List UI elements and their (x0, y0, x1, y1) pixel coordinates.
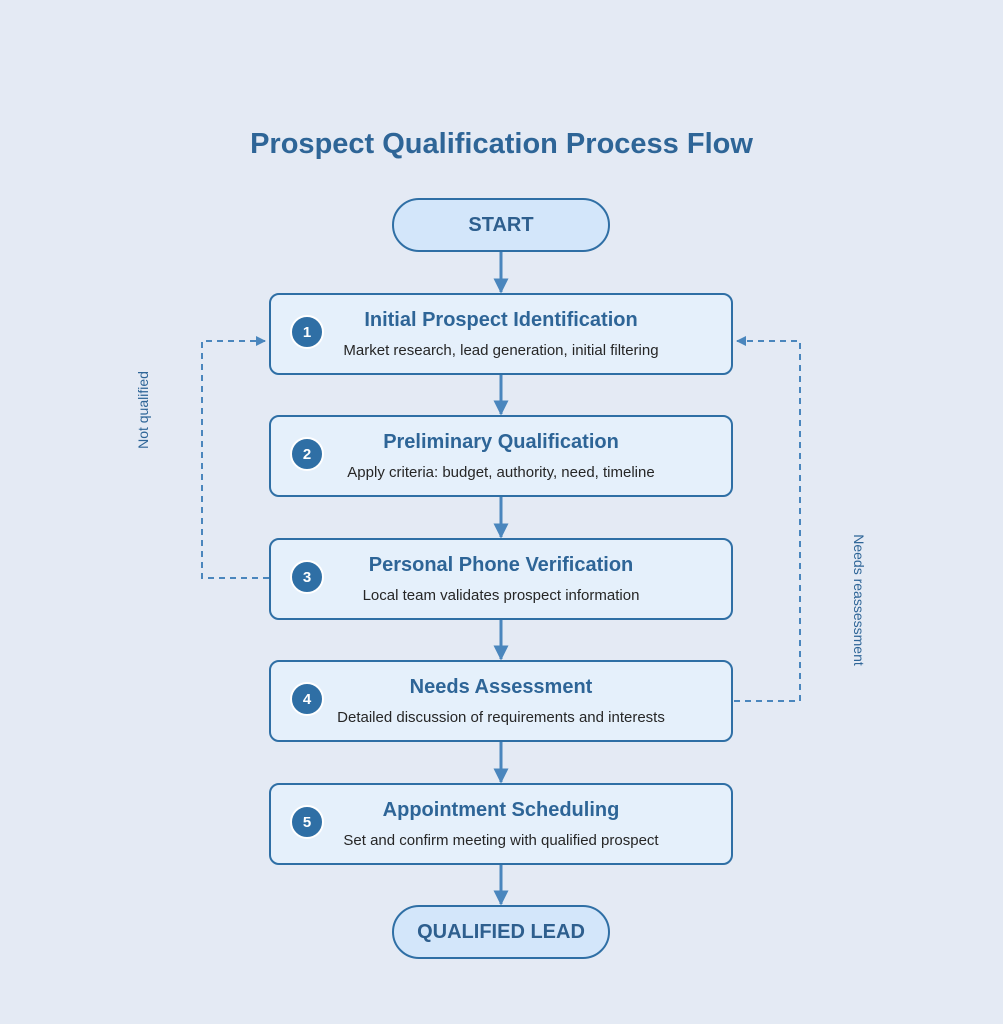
end-node: QUALIFIED LEAD (392, 905, 610, 959)
step-3-title: Personal Phone Verification (368, 554, 634, 576)
step-3-box: 3 Personal Phone Verification Local team… (269, 538, 733, 620)
step-5-badge: 5 (290, 805, 324, 839)
step-4-description: Detailed discussion of requirements and … (337, 709, 665, 726)
loop-label-not-qualified: Not qualified (135, 371, 151, 449)
step-2-badge: 2 (290, 437, 324, 471)
step-4-title: Needs Assessment (409, 676, 593, 698)
step-2-title: Preliminary Qualification (383, 431, 619, 453)
step-2-box: 2 Preliminary Qualification Apply criter… (269, 415, 733, 497)
step-3-description: Local team validates prospect informatio… (362, 587, 640, 604)
step-2-description: Apply criteria: budget, authority, need,… (347, 464, 655, 481)
diagram-title: Prospect Qualification Process Flow (250, 128, 753, 160)
step-1-title: Initial Prospect Identification (364, 309, 638, 331)
step-1-box: 1 Initial Prospect Identification Market… (269, 293, 733, 375)
step-3-badge: 3 (290, 560, 324, 594)
step-1-badge: 1 (290, 315, 324, 349)
loop-needs-reassessment (734, 336, 801, 702)
step-5-description: Set and confirm meeting with qualified p… (343, 832, 659, 849)
step-4-badge: 4 (290, 682, 324, 716)
loop-not-qualified (201, 336, 269, 579)
step-5-title: Appointment Scheduling (382, 799, 620, 821)
start-node: START (392, 198, 610, 252)
step-1-description: Market research, lead generation, initia… (343, 342, 659, 359)
step-5-box: 5 Appointment Scheduling Set and confirm… (269, 783, 733, 865)
step-4-box: 4 Needs Assessment Detailed discussion o… (269, 660, 733, 742)
loop-label-needs-reassessment: Needs reassessment (851, 534, 867, 666)
